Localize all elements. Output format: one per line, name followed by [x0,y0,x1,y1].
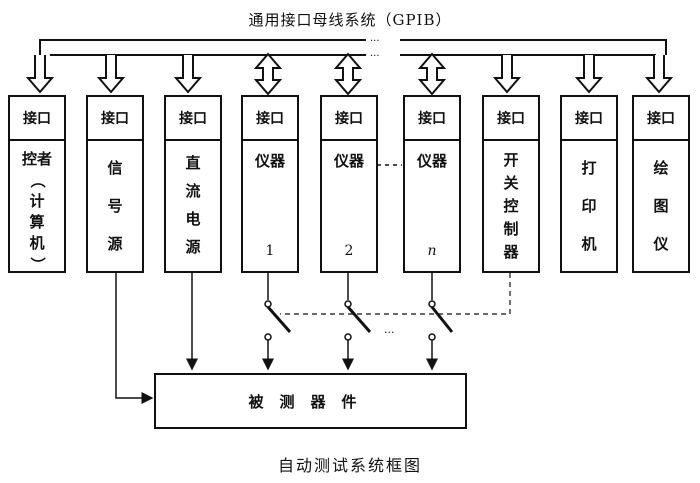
module-text: 仪 [653,235,669,253]
switches [262,273,454,371]
module-text: 图 [653,197,669,215]
gpib-bus [39,39,667,55]
interface-label: 接口 [322,97,376,141]
interface-label: 接口 [10,97,64,141]
module-text: （ [28,172,47,188]
interface-label: 接口 [484,97,538,141]
instrument-number: 1 [265,243,275,259]
module-text: 关 [503,174,519,192]
module-text: 直 [185,154,201,172]
interface-label: 接口 [634,97,688,141]
module-controller: 接口 控者 （ 计 算 机 ） [8,95,66,273]
instrument-number: n [427,243,437,259]
device-under-test: 被测器件 [154,373,467,429]
signal-to-dut [115,273,154,404]
diagram-caption: 自动测试系统框图 [277,456,422,475]
module-text: 仪器 [254,152,285,170]
module-text: 仪器 [416,152,447,170]
dut-label: 被测器件 [248,392,373,411]
module-text: 控者 [21,150,52,168]
interface-label: 接口 [243,97,297,141]
module-text: 机 [581,235,597,253]
module-dc-power: 接口 直 流 电 源 [164,95,222,273]
module-text: 绘 [653,159,669,177]
module-text: 仪器 [333,152,364,170]
module-text: 源 [107,235,123,253]
module-text: 号 [107,197,123,215]
module-text: 机 [29,234,45,252]
module-text: 打 [581,159,597,177]
module-text: ） [28,256,47,272]
module-instrument-1: 接口 仪器 1 [241,95,299,273]
svg-text:···: ··· [370,51,380,62]
switch-control-line [280,273,511,315]
module-plotter: 接口 绘 图 仪 [632,95,690,273]
module-text: 电 [185,210,201,228]
svg-text:···: ··· [370,36,380,47]
interface-label: 接口 [88,97,142,141]
svg-text:···: ··· [384,326,395,339]
module-text: 流 [185,182,201,200]
module-printer: 接口 打 印 机 [560,95,618,273]
module-text: 源 [185,238,201,256]
module-text: 计 [29,192,45,210]
interface-label: 接口 [562,97,616,141]
module-text: 控 [503,197,519,215]
interface-label: 接口 [405,97,459,141]
module-signal-source: 接口 信 号 源 [86,95,144,273]
bus-arrows [25,52,674,96]
module-text: 器 [503,243,519,261]
module-text: 开 [503,151,519,169]
module-text: 制 [503,220,519,238]
module-switch-controller: 接口 开 关 控 制 器 [482,95,540,273]
module-text: 算 [29,213,45,231]
module-text: 信 [107,159,123,177]
bus-title: 通用接口母线系统（GPIB） [248,11,452,29]
module-text: 印 [581,197,597,215]
instrument-number: 2 [344,243,354,259]
interface-label: 接口 [166,97,220,141]
module-instrument-2: 接口 仪器 2 [320,95,378,273]
module-instrument-n: 接口 仪器 n [403,95,461,273]
